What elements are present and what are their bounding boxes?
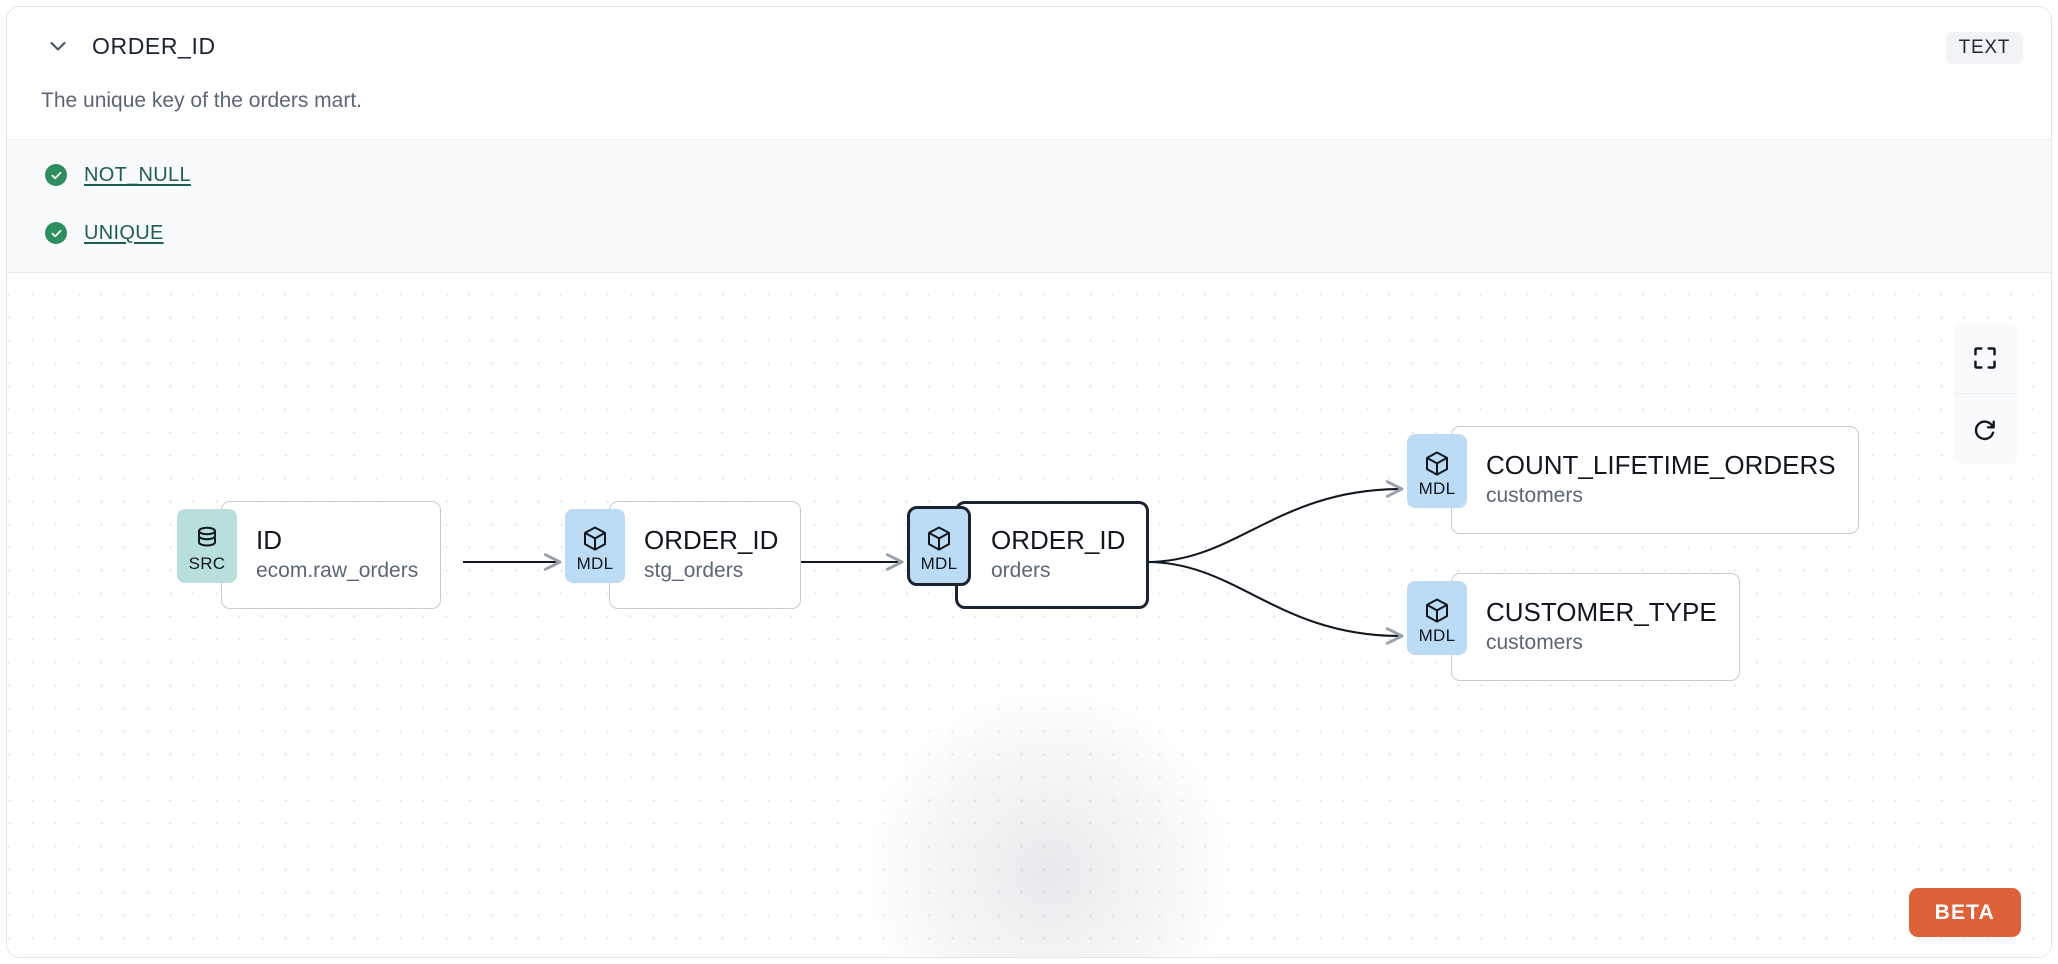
- node-body: CUSTOMER_TYPE customers: [1451, 573, 1740, 681]
- list-item: UNIQUE: [45, 218, 164, 248]
- node-name: ORDER_ID: [991, 524, 1126, 555]
- database-icon: SRC: [177, 509, 237, 583]
- node-source: orders: [991, 559, 1051, 582]
- node-badge-label: MDL: [920, 554, 958, 573]
- lineage-node-orders[interactable]: MDL ORDER_ID orders: [907, 501, 1150, 609]
- lineage-canvas[interactable]: SRC ID ecom.raw_orders MDL: [7, 273, 2051, 957]
- node-name: COUNT_LIFETIME_ORDERS: [1486, 449, 1836, 480]
- node-name: CUSTOMER_TYPE: [1486, 596, 1717, 627]
- chevron-down-icon[interactable]: [41, 29, 75, 63]
- edge-orders-customer-type: [1146, 560, 1404, 645]
- cube-icon: MDL: [907, 506, 971, 586]
- list-item: NOT_NULL: [45, 160, 191, 190]
- tests-section: NOT_NULL UNIQUE: [7, 139, 2051, 273]
- node-name: ID: [256, 524, 282, 555]
- column-detail-card: ORDER_ID TEXT The unique key of the orde…: [6, 6, 2052, 958]
- cube-icon: MDL: [1407, 434, 1467, 508]
- beta-badge[interactable]: BETA: [1908, 888, 2021, 937]
- node-name: ORDER_ID: [644, 524, 779, 555]
- lineage-node-count-lifetime-orders[interactable]: MDL COUNT_LIFETIME_ORDERS customers: [1407, 426, 1859, 534]
- node-badge-label: MDL: [576, 554, 614, 573]
- cube-icon: MDL: [1407, 581, 1467, 655]
- lineage-node-stg-orders[interactable]: MDL ORDER_ID stg_orders: [565, 501, 802, 609]
- check-circle-icon: [45, 164, 67, 186]
- node-badge-label: MDL: [1418, 626, 1456, 645]
- node-body: ID ecom.raw_orders: [221, 501, 442, 609]
- header-row: ORDER_ID: [7, 7, 2051, 85]
- column-type-badge: TEXT: [1945, 32, 2023, 64]
- node-body: ORDER_ID stg_orders: [609, 501, 802, 609]
- fit-view-icon[interactable]: [1953, 323, 2017, 393]
- page-title: ORDER_ID: [92, 32, 216, 59]
- cube-icon: MDL: [565, 509, 625, 583]
- lineage-node-src[interactable]: SRC ID ecom.raw_orders: [177, 501, 442, 609]
- node-source: ecom.raw_orders: [256, 559, 419, 582]
- column-description: The unique key of the orders mart.: [41, 89, 362, 112]
- node-body: COUNT_LIFETIME_ORDERS customers: [1451, 426, 1859, 534]
- test-link-not-null[interactable]: NOT_NULL: [84, 163, 191, 186]
- selected-node-glow: [869, 693, 1229, 957]
- check-circle-icon: [45, 222, 67, 244]
- node-source: stg_orders: [644, 559, 744, 582]
- node-source: customers: [1486, 484, 1583, 507]
- node-source: customers: [1486, 631, 1583, 654]
- reset-icon[interactable]: [1953, 393, 2017, 464]
- canvas-controls: [1953, 323, 2017, 464]
- lineage-edges: [463, 480, 1404, 645]
- node-body: ORDER_ID orders: [955, 501, 1150, 609]
- test-link-unique[interactable]: UNIQUE: [84, 221, 164, 244]
- lineage-node-customer-type[interactable]: MDL CUSTOMER_TYPE customers: [1407, 573, 1740, 681]
- node-badge-label: SRC: [188, 554, 226, 573]
- card-header: ORDER_ID TEXT The unique key of the orde…: [7, 7, 2051, 139]
- node-badge-label: MDL: [1418, 479, 1456, 498]
- edge-orders-count: [1146, 480, 1404, 564]
